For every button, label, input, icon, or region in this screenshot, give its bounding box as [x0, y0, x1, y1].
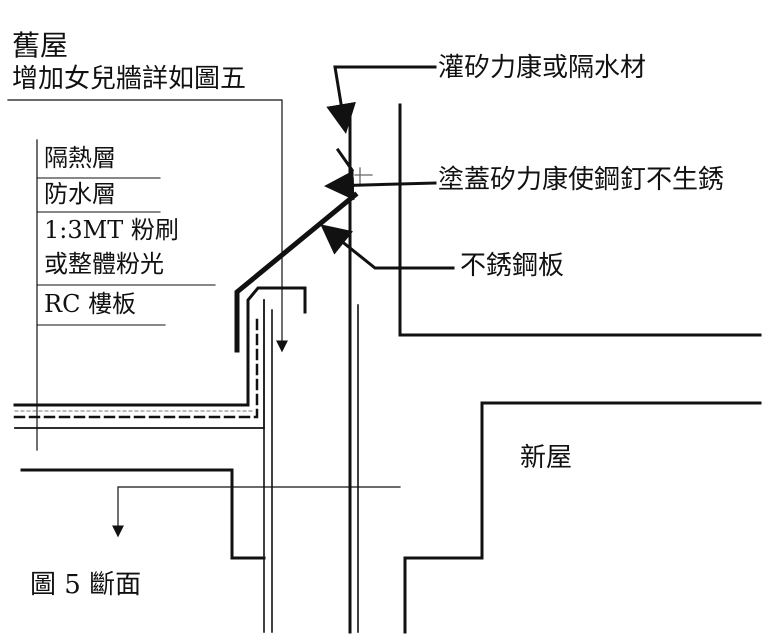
- old-house-title: 舊屋: [12, 29, 69, 62]
- old-beam: [20, 468, 266, 560]
- figure-caption: 圖 5 斷面: [30, 570, 142, 600]
- layer-finish: 或整體粉光: [44, 250, 164, 278]
- layer-waterproof: 防水層: [44, 180, 116, 208]
- new-wall-outline: [398, 103, 762, 337]
- steel-plate-leader: [320, 224, 455, 270]
- steel-flashing: [234, 191, 359, 353]
- parapet-note: 增加女兒牆詳如圖五: [12, 64, 247, 94]
- layer-insulation: 隔熱層: [44, 144, 116, 172]
- old-slab-waterproof: [13, 316, 259, 419]
- new-house-label: 新屋: [520, 443, 573, 473]
- old-slab-bottom: [14, 299, 265, 429]
- sealant-label: 灌矽力康或隔水材: [438, 53, 647, 83]
- coating-label: 塗蓋矽力康使鋼釘不生銹: [438, 165, 725, 195]
- section-cut-line: [112, 486, 401, 538]
- new-floor-step: [403, 401, 762, 634]
- sealant-leader: [326, 65, 437, 134]
- steel-plate-label: 不銹鋼板: [460, 251, 565, 281]
- legend-leader: [7, 99, 288, 353]
- coating-leader: [324, 170, 437, 201]
- layer-rc-slab: RC 樓板: [44, 290, 137, 318]
- layer-plaster: 1:3MT 粉刷: [44, 216, 179, 244]
- old-slab-top: [13, 286, 307, 407]
